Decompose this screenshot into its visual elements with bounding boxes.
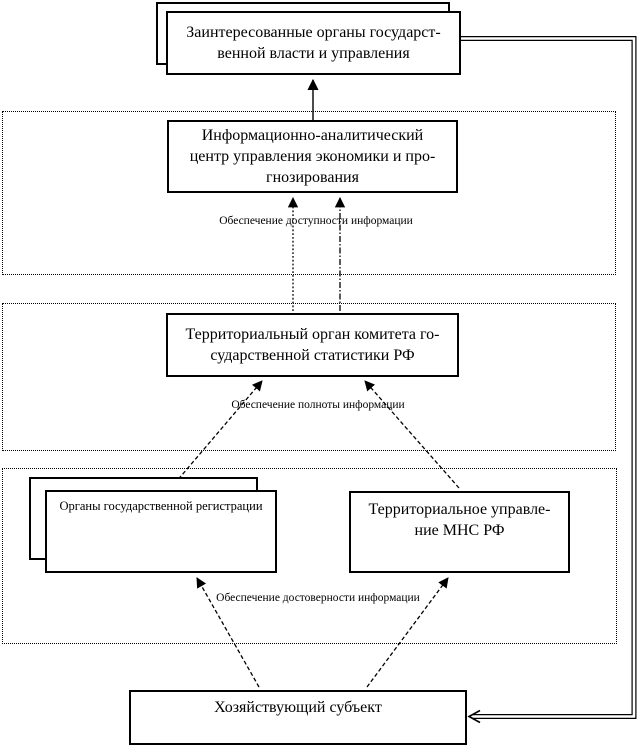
analytics-center-box-label: Информационно-аналитический центр управл… <box>189 127 436 186</box>
feedback-line-outer <box>461 36 637 719</box>
feedback-line-inner <box>461 37 636 718</box>
statistics-committee-box: Территориальный орган комитета го- судар… <box>166 313 459 377</box>
label-accessibility: Обеспечение доступности информации <box>219 215 413 227</box>
feedback-arrowhead-icon <box>467 709 481 724</box>
label-completeness: Обеспечение полноты информации <box>231 399 405 411</box>
arrow-tax-to-statistics <box>364 380 460 489</box>
zone-reliability <box>2 468 617 644</box>
zone-completeness <box>2 303 616 451</box>
arrow-entity-to-registration <box>196 577 260 688</box>
arrow-registration-to-statistics <box>169 380 263 490</box>
tax-department-box: Территориальное управле- ние МНС РФ <box>349 491 570 573</box>
authorities-box: Заинтересованные органы государст- венно… <box>166 11 461 75</box>
registration-bodies-box: Органы государственной регистрации <box>45 490 277 573</box>
business-entity-box-label: Хозяйствующий субъект <box>214 699 382 716</box>
tax-department-box-label: Территориальное управле- ние МНС РФ <box>368 501 551 539</box>
business-entity-box: Хозяйствующий субъект <box>129 690 467 745</box>
label-reliability: Обеспечение достоверности информации <box>216 592 420 604</box>
registration-bodies-box-label: Органы государственной регистрации <box>59 499 263 513</box>
arrow-entity-to-tax <box>366 577 449 688</box>
zone-accessibility <box>2 111 616 275</box>
analytics-center-box: Информационно-аналитический центр управл… <box>167 120 458 193</box>
authorities-box-label: Заинтересованные органы государст- венно… <box>186 24 441 62</box>
statistics-committee-box-label: Территориальный орган комитета го- судар… <box>185 326 440 364</box>
